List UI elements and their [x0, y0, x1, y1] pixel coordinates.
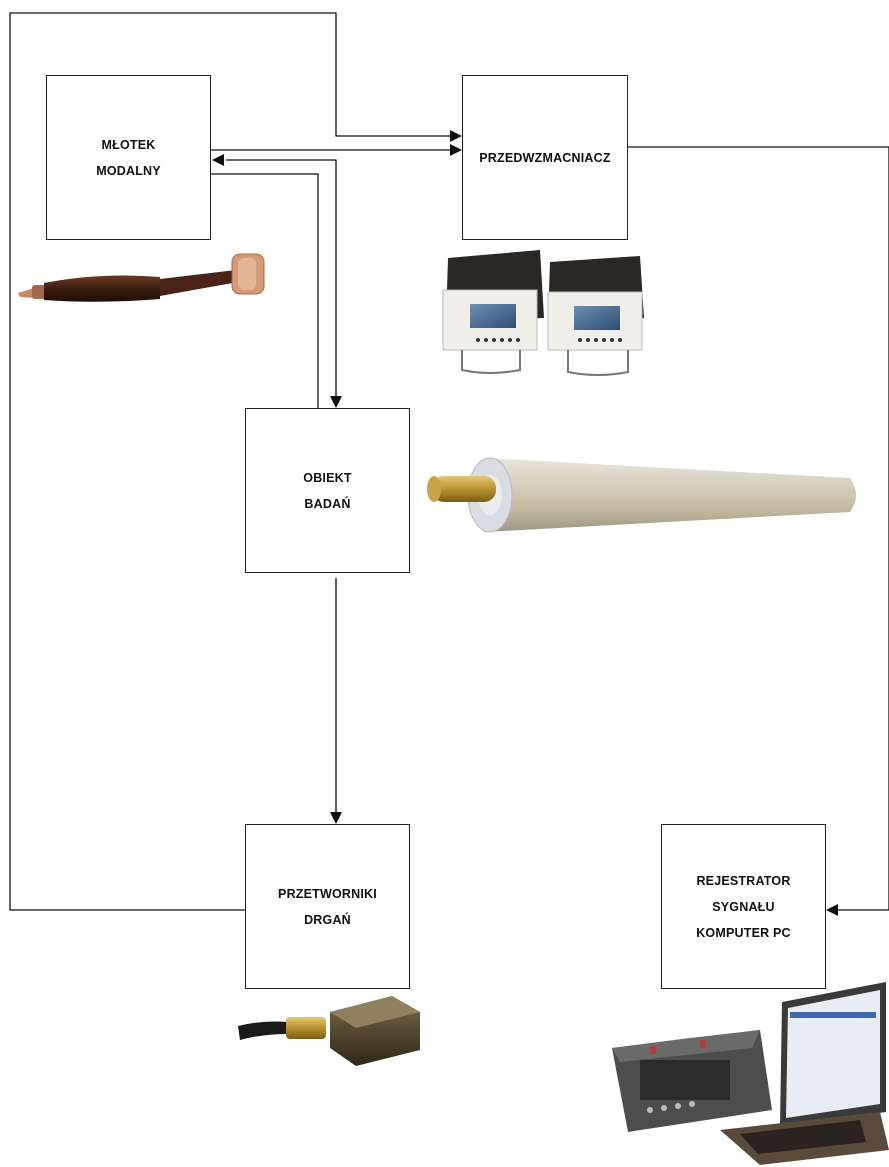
- connection-lines: [9, 12, 889, 911]
- arrowheads: [212, 130, 838, 916]
- modal-hammer-photo: [18, 253, 265, 302]
- line-right-edge-to-recorder: [838, 147, 889, 911]
- arrow-into-transducers: [330, 812, 342, 824]
- transducers-label-line-1: PRZETWORNIKI: [278, 886, 377, 901]
- arrow-into-preamp-top: [450, 130, 462, 142]
- test-object-label-line-2: BADAŃ: [304, 496, 351, 511]
- signal-recorder-box: REJESTRATOR SYGNAŁU KOMPUTER PC: [661, 824, 826, 989]
- arrow-into-object: [330, 396, 342, 408]
- data-recorder-and-laptop-photo: [612, 982, 889, 1165]
- modal-hammer-label-line-1: MŁOTEK: [101, 137, 156, 152]
- accelerometer-photo: [238, 996, 420, 1066]
- preamplifier-units-photo: [442, 250, 644, 376]
- preamplifier-label: PRZEDWZMACNIACZ: [479, 150, 611, 165]
- recorder-label-line-2: SYGNAŁU: [712, 899, 775, 914]
- recorder-label-line-3: KOMPUTER PC: [696, 925, 791, 940]
- arrow-into-hammer: [212, 154, 224, 166]
- line-transducers-to-preamp: [9, 12, 452, 911]
- line-return-to-object: [226, 159, 337, 396]
- cylindrical-rod-photo: [427, 457, 856, 533]
- arrow-into-recorder: [826, 904, 838, 916]
- test-object-box: OBIEKT BADAŃ: [245, 408, 410, 573]
- modal-hammer-box: MŁOTEK MODALNY: [46, 75, 211, 240]
- vibration-transducers-box: PRZETWORNIKI DRGAŃ: [245, 824, 410, 989]
- line-object-to-hammer: [210, 173, 319, 408]
- preamplifier-box: PRZEDWZMACNIACZ: [462, 75, 628, 240]
- modal-hammer-label-line-2: MODALNY: [96, 163, 161, 178]
- transducers-label-line-2: DRGAŃ: [304, 912, 351, 927]
- arrow-into-preamp-lower: [450, 144, 462, 156]
- recorder-label-line-1: REJESTRATOR: [696, 873, 791, 888]
- test-object-label-line-1: OBIEKT: [303, 470, 352, 485]
